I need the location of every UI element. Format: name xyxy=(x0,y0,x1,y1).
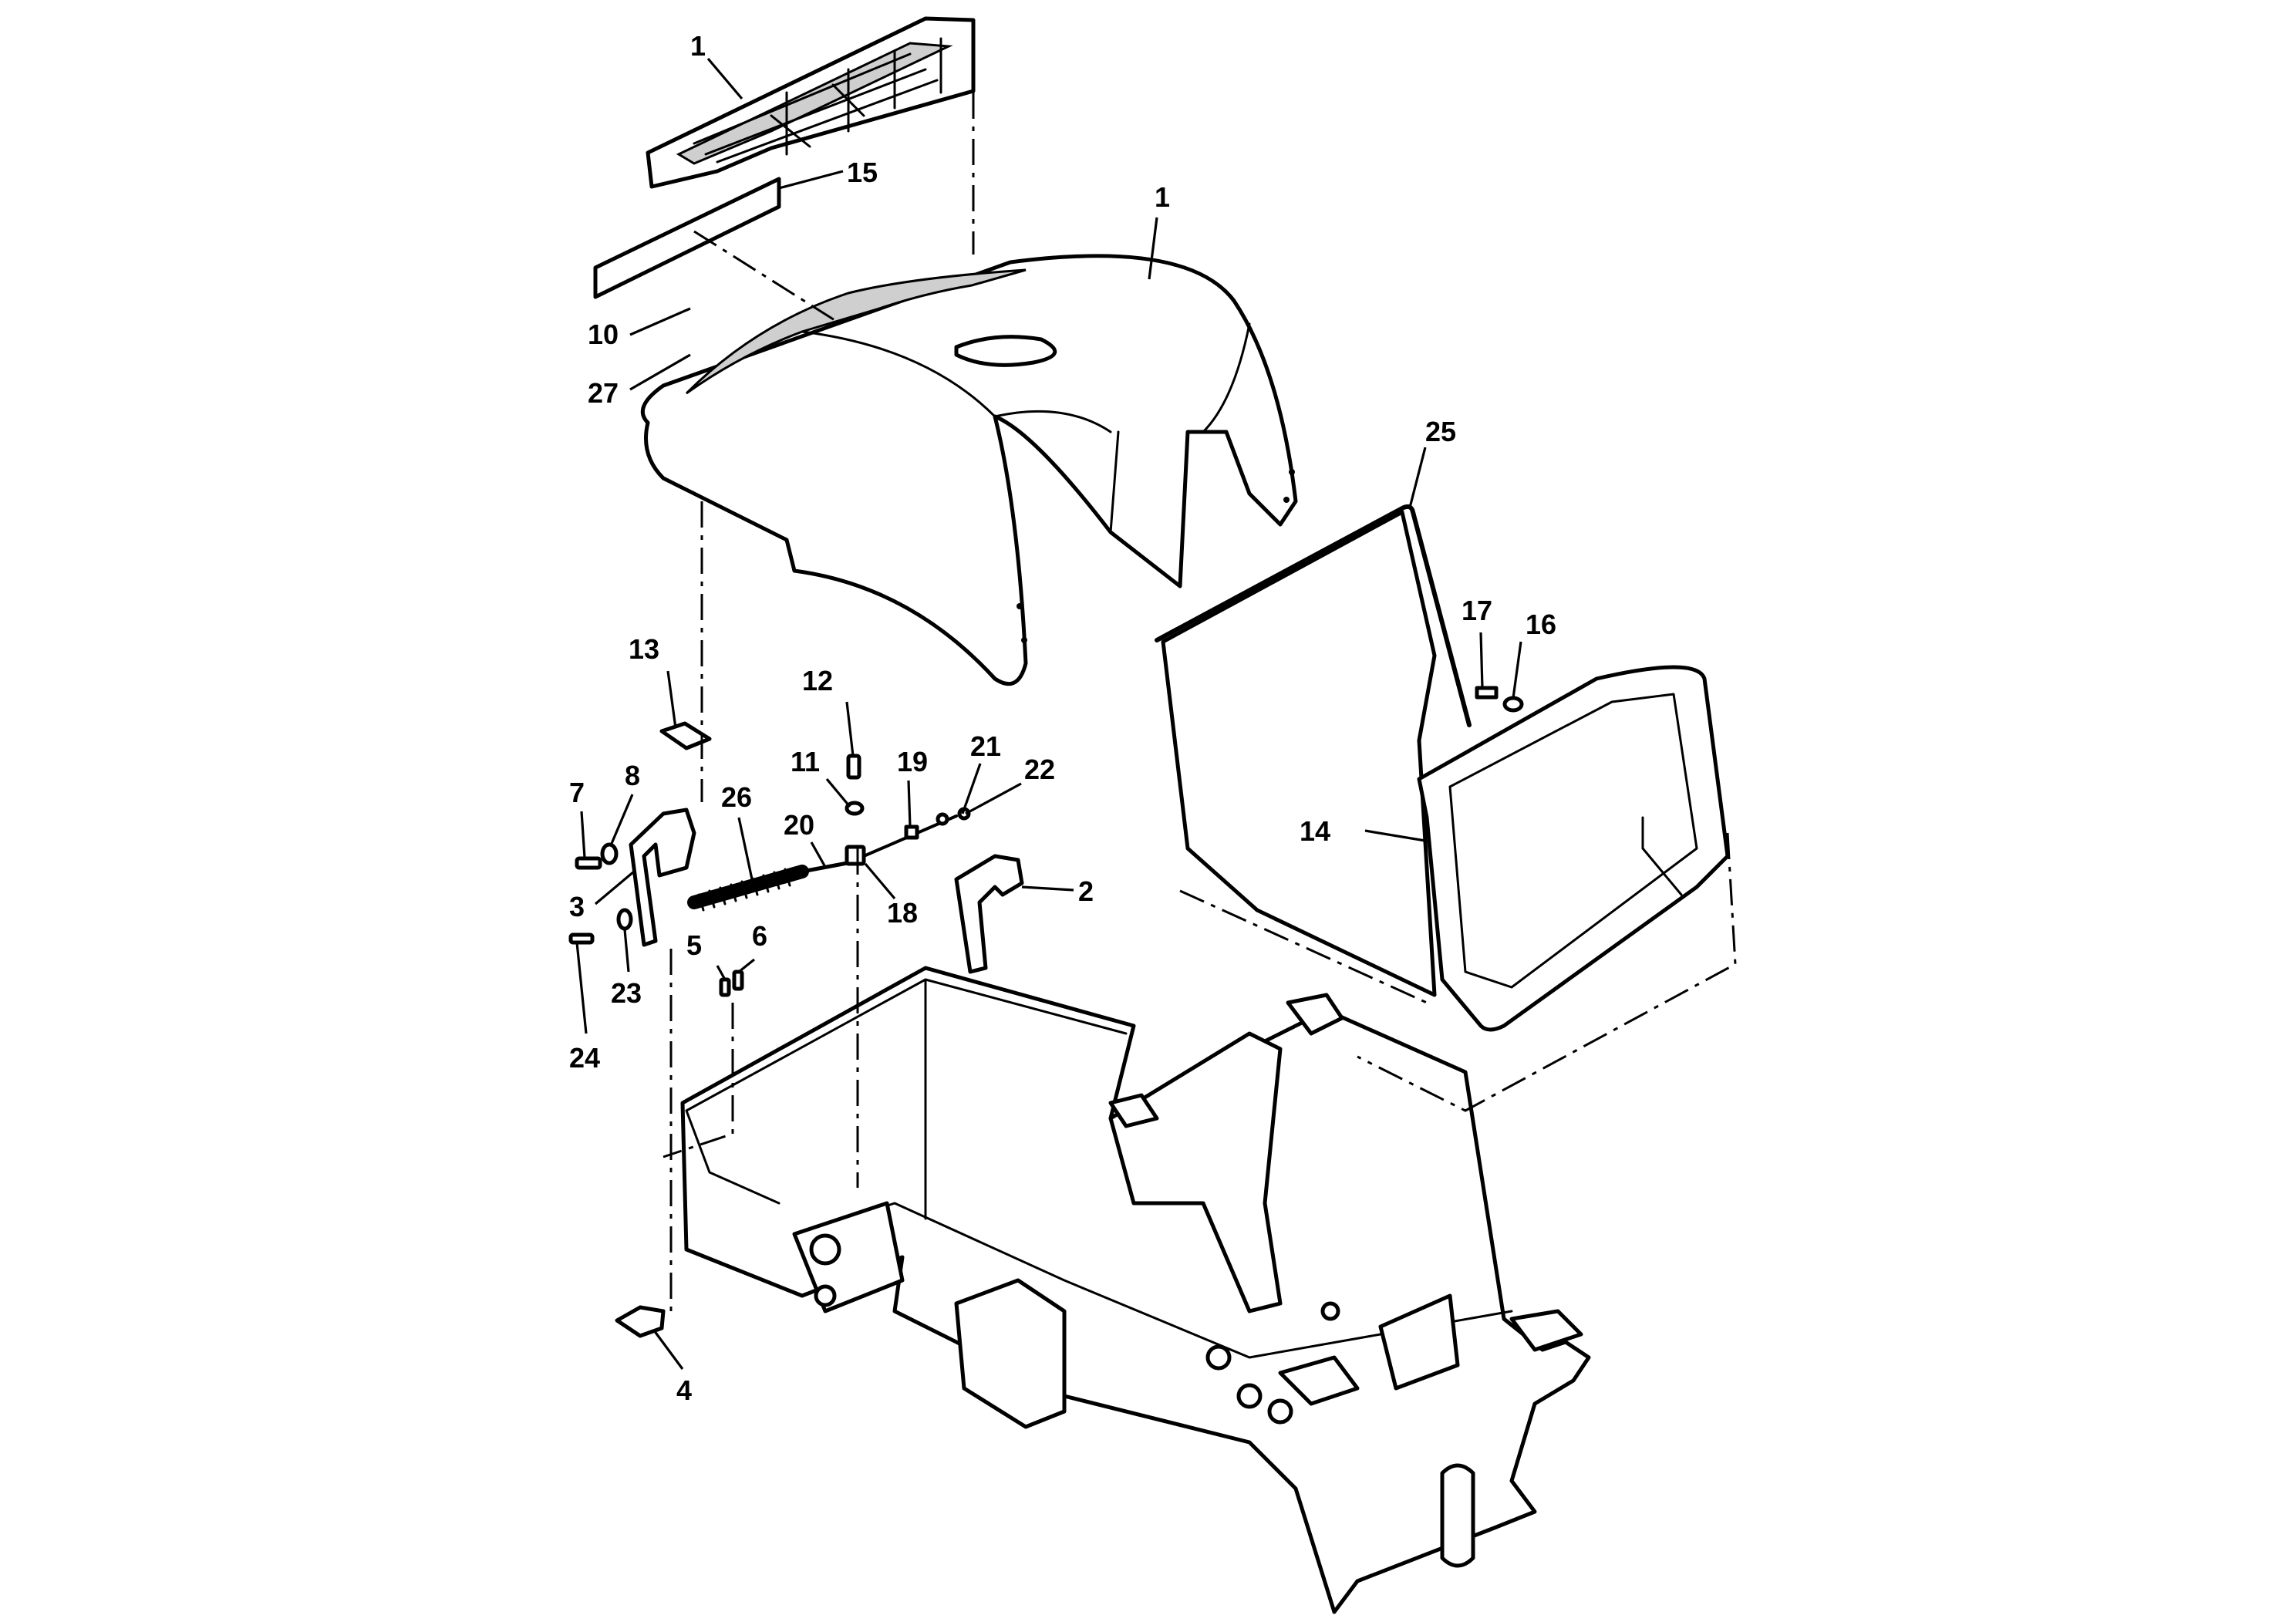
callout-18: 18 xyxy=(887,897,918,929)
callout-4: 4 xyxy=(676,1374,692,1406)
callout-15: 15 xyxy=(847,157,878,188)
callout-14: 14 xyxy=(1300,815,1330,847)
dash-panel-grille xyxy=(646,16,976,189)
bracket-left xyxy=(629,808,696,947)
callout-8: 8 xyxy=(625,760,640,791)
callout-10: 10 xyxy=(588,319,619,350)
callout-12: 12 xyxy=(802,665,833,696)
hood-fender-body xyxy=(640,254,1298,686)
pivot-18 xyxy=(845,845,866,866)
callout-23: 23 xyxy=(611,977,642,1009)
callout-20: 20 xyxy=(784,809,814,841)
callout-26: 26 xyxy=(721,781,752,813)
latch-4 xyxy=(615,1305,666,1338)
callout-11: 11 xyxy=(791,746,820,777)
spring-26 xyxy=(687,865,809,912)
callout-5: 5 xyxy=(686,929,702,961)
screw-12 xyxy=(846,754,861,780)
screws-5-6 xyxy=(719,969,744,997)
washer-8 xyxy=(600,842,619,865)
screw-24-23 xyxy=(568,908,633,945)
chassis-frame xyxy=(680,966,1591,1614)
washer-11 xyxy=(845,801,865,816)
link-19-21-22 xyxy=(862,807,971,858)
screw-7 xyxy=(575,856,602,870)
bracket-right xyxy=(954,854,1024,974)
callout-7: 7 xyxy=(569,777,585,808)
callout-6: 6 xyxy=(752,920,767,952)
callout-1-hood: 1 xyxy=(1155,181,1170,213)
callout-27: 27 xyxy=(588,377,619,409)
callout-17: 17 xyxy=(1462,595,1492,626)
washer-16 xyxy=(1502,696,1524,713)
callouts: 1 15 1 10 27 25 17 16 13 12 11 19 21 22 … xyxy=(569,30,1556,1406)
callout-21: 21 xyxy=(970,730,1001,762)
screw-17 xyxy=(1475,686,1499,700)
plate-13 xyxy=(659,721,712,750)
decal-strip xyxy=(593,177,781,299)
callout-16: 16 xyxy=(1526,609,1556,640)
leader-lines xyxy=(575,57,1522,1370)
rear-panel xyxy=(1161,510,1730,1032)
callout-25: 25 xyxy=(1425,416,1456,447)
callout-2: 2 xyxy=(1078,875,1094,907)
callout-19: 19 xyxy=(897,746,928,777)
callout-22: 22 xyxy=(1024,754,1055,785)
callout-13: 13 xyxy=(629,633,659,665)
callout-3: 3 xyxy=(569,891,585,922)
callout-24: 24 xyxy=(569,1042,600,1074)
alignment-lines xyxy=(663,46,1737,1319)
callout-1-top: 1 xyxy=(690,30,706,62)
